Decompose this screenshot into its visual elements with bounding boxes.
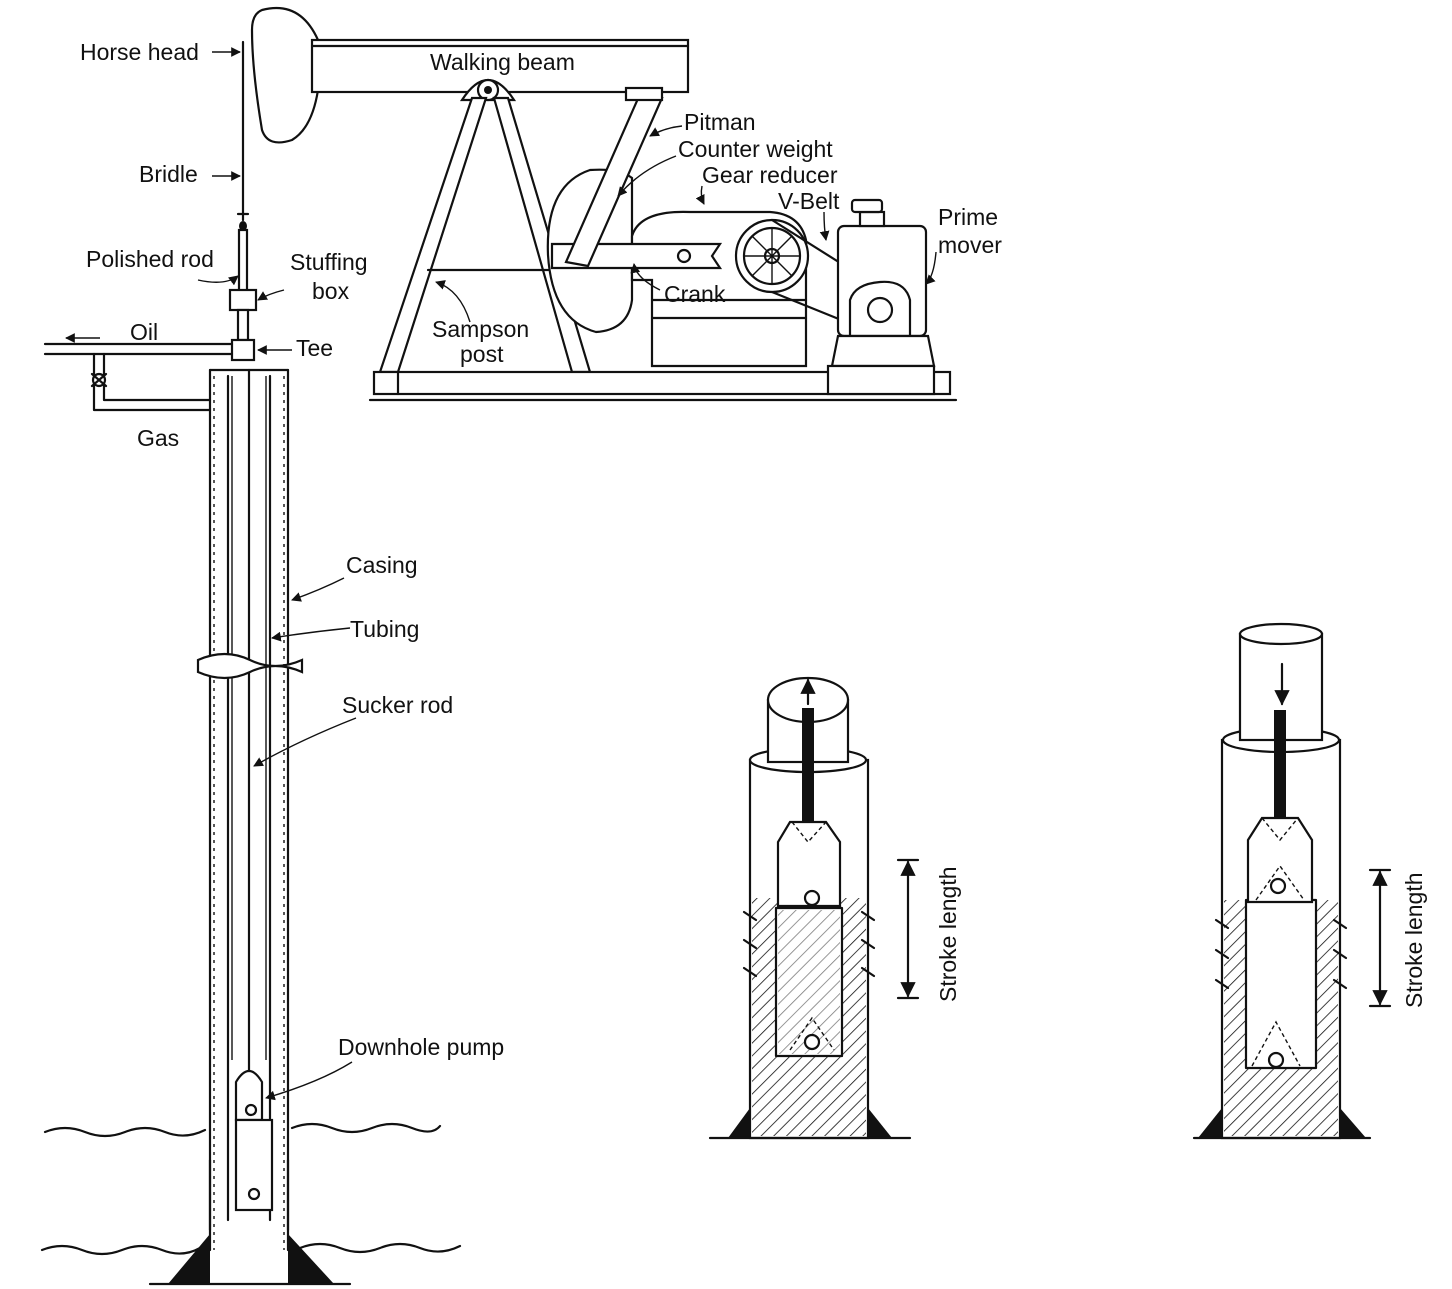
label-horse-head: Horse head (80, 39, 199, 65)
stuffing-box (228, 288, 258, 312)
label-prime-mover-2: mover (938, 232, 1002, 258)
horse-head (250, 6, 320, 144)
label-tee: Tee (296, 335, 333, 361)
label-downhole-pump: Downhole pump (338, 1034, 504, 1060)
labels: Horse head Walking beam Bridle Pitman Co… (80, 39, 1427, 1060)
label-oil: Oil (130, 319, 158, 345)
label-walking-beam: Walking beam (430, 49, 575, 75)
label-crank: Crank (664, 281, 726, 307)
base-skid (372, 370, 952, 396)
label-casing: Casing (346, 552, 418, 578)
label-stuffing-box-1: Stuffing (290, 249, 368, 275)
leader-lines (65, 47, 937, 1101)
label-counter-weight: Counter weight (678, 136, 833, 162)
label-sucker-rod: Sucker rod (342, 692, 453, 718)
label-sampson-post-2: post (460, 341, 504, 367)
label-gas: Gas (137, 425, 179, 451)
label-tubing: Tubing (350, 616, 419, 642)
label-sampson-post-1: Sampson (432, 316, 529, 342)
sheave-wheel (734, 218, 810, 294)
label-gear-reducer: Gear reducer (702, 162, 838, 188)
downstroke-detail (1192, 622, 1392, 1140)
label-stuffing-box-2: box (312, 278, 350, 304)
label-stroke-length-up: Stroke length (935, 866, 961, 1002)
polished-rod (237, 228, 249, 294)
upstroke-detail (708, 676, 920, 1140)
label-v-belt: V-Belt (778, 188, 840, 214)
label-polished-rod: Polished rod (86, 246, 214, 272)
label-pitman: Pitman (684, 109, 756, 135)
label-prime-mover-1: Prime (938, 204, 998, 230)
wellbore (40, 40, 462, 1286)
prime-mover (826, 198, 936, 396)
label-bridle: Bridle (139, 161, 198, 187)
label-stroke-length-down: Stroke length (1401, 872, 1427, 1008)
pump-jack (250, 6, 958, 402)
tee (230, 338, 256, 362)
